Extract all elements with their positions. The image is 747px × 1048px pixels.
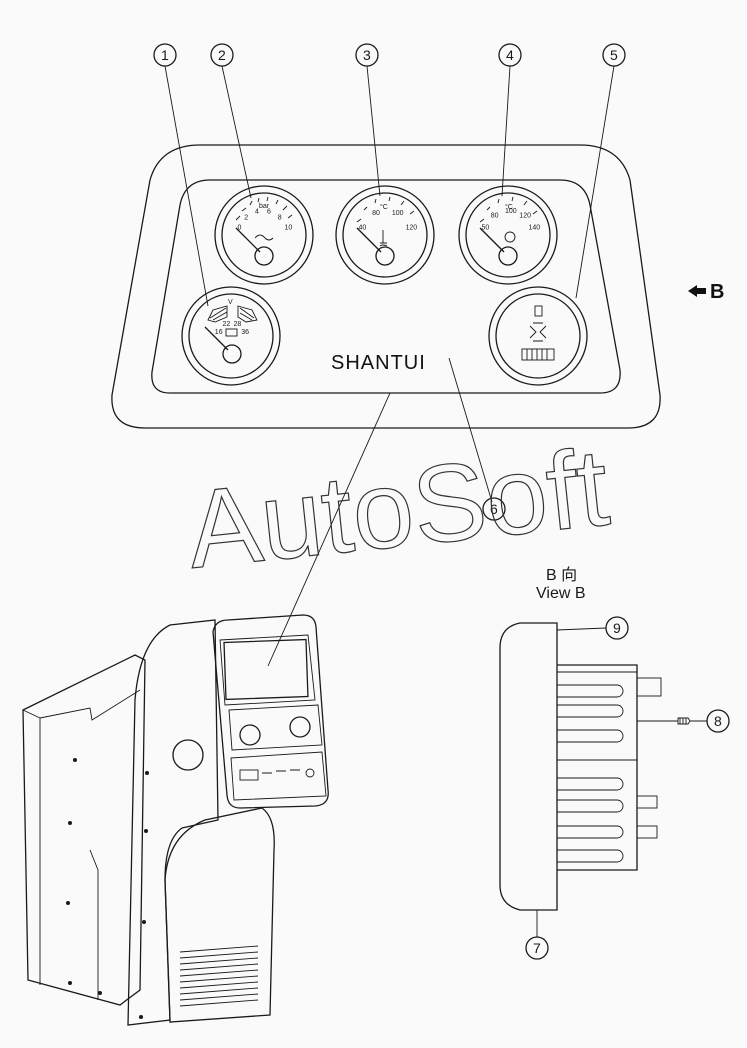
clock-cross-icon: [529, 322, 547, 342]
counter-window: [521, 348, 555, 361]
callout-markers: 1 2 3 4 5 6 7 8 9: [153, 43, 730, 960]
callout-4: 4: [498, 43, 522, 67]
leader-lines: [164, 65, 615, 667]
oil-pressure-unit: bar: [259, 203, 270, 210]
svg-text:B: B: [710, 281, 724, 303]
svg-text:7: 7: [533, 940, 541, 956]
oil-temperature-gauge: °C: [458, 185, 558, 285]
water-temp-scale-label: 100: [392, 210, 404, 217]
voltmeter-scale-label: 16: [215, 329, 223, 336]
transmission-icon: [504, 231, 516, 243]
oil-pressure-scale-label: 2: [244, 214, 248, 221]
instrument-panel: bar °C °C: [111, 144, 661, 429]
oil-temp-unit: °C: [505, 203, 513, 211]
oil-temp-scale-label: 80: [491, 213, 499, 220]
oil-pressure-scale-label: 8: [278, 214, 282, 221]
oil-temp-scale-label: 140: [529, 224, 541, 231]
voltmeter-scale-label: 22: [223, 321, 231, 328]
view-b-title-en: View B: [536, 585, 586, 602]
hour-meter-gauge: [488, 286, 588, 386]
water-temp-scale-label: 40: [359, 224, 367, 231]
svg-text:5: 5: [610, 47, 618, 63]
svg-text:8: 8: [714, 713, 722, 729]
oil-pressure-scale-label: 10: [285, 224, 293, 231]
callout-5: 5: [602, 43, 626, 67]
cab-console-view: [22, 614, 329, 1026]
view-b-drawing: B 向 View B: [499, 566, 707, 937]
voltmeter-gauge: V: [181, 286, 281, 386]
brand-label: SHANTUI: [331, 352, 426, 374]
oil-temp-scale-label: 120: [519, 213, 531, 220]
water-temp-unit: °C: [380, 203, 388, 211]
callout-6: 6: [482, 497, 506, 521]
svg-text:3: 3: [363, 47, 371, 63]
view-b-title-cn: B 向: [546, 566, 577, 584]
left-arrow-icon: [688, 285, 706, 297]
svg-text:1: 1: [161, 47, 169, 63]
svg-text:2: 2: [218, 47, 226, 63]
voltmeter-scale-label: 28: [234, 321, 242, 328]
oil-pressure-scale-label: 6: [267, 209, 271, 216]
oil-can-icon: [254, 234, 274, 241]
oil-temp-scale-label: 50: [482, 224, 490, 231]
oil-pressure-scale-label: 4: [255, 209, 259, 216]
callout-3: 3: [355, 43, 379, 67]
svg-text:9: 9: [613, 620, 621, 636]
water-temp-scale-label: 120: [406, 224, 418, 231]
oil-temp-scale-label: 100: [505, 208, 517, 215]
view-direction-arrow: B: [688, 281, 724, 303]
water-temperature-gauge: °C: [335, 185, 435, 285]
water-temp-scale-label: 80: [372, 210, 380, 217]
oil-pressure-gauge: bar: [214, 185, 314, 285]
callout-7: 7: [525, 936, 549, 960]
battery-icon: [225, 328, 238, 337]
svg-text:6: 6: [490, 501, 498, 517]
hourglass-icon: [534, 305, 543, 317]
callout-2: 2: [210, 43, 234, 67]
callout-1: 1: [153, 43, 177, 67]
callout-8: 8: [706, 709, 730, 733]
callout-9: 9: [605, 616, 629, 640]
screw-icon: [677, 717, 691, 725]
voltmeter-unit: V: [228, 299, 233, 306]
oil-pressure-scale-label: 0: [238, 224, 242, 231]
thermometer-icon: [379, 230, 388, 247]
voltmeter-scale-label: 36: [241, 329, 249, 336]
svg-text:4: 4: [506, 47, 514, 63]
